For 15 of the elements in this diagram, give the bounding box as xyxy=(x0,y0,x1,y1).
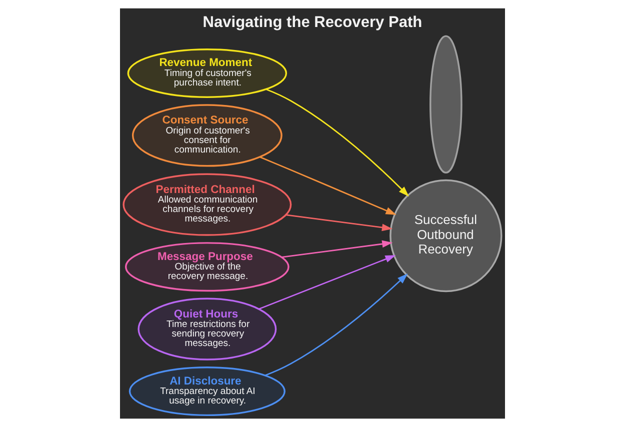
arrow xyxy=(259,156,396,215)
arrow xyxy=(265,88,409,197)
arrow xyxy=(264,274,408,376)
node-circle: Successful Outbound Recovery xyxy=(389,179,502,292)
node-ellipse: Revenue Moment Timing of customer's purchase intent. xyxy=(126,48,287,98)
node-ellipse: AI Disclosure Transparency about AI usage in recovery. xyxy=(128,366,285,416)
node-ellipse: Message Purpose Objective of the recovery message. xyxy=(124,242,289,292)
arrow xyxy=(286,214,392,232)
diagram-title: Navigating the Recovery Path xyxy=(202,14,422,31)
node-ellipse: Permitted Channel Allowed communication channels for recovery messages. xyxy=(122,173,292,236)
arrow xyxy=(258,255,396,310)
arrow xyxy=(281,240,392,258)
node-ellipse: Consent Source Origin of customer's consent for communication. xyxy=(131,104,282,167)
node-ellipse: Quiet Hours Time restrictions for sending recovery messages. xyxy=(137,298,276,360)
node-lens xyxy=(429,35,462,174)
